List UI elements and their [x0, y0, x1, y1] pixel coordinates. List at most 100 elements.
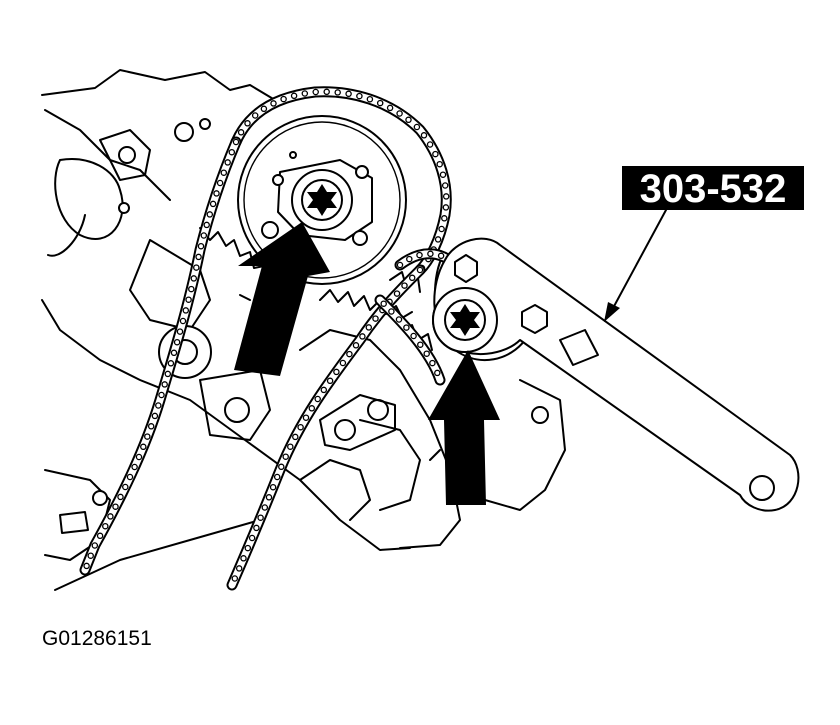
chain-link — [170, 349, 178, 357]
chain-link — [203, 221, 210, 229]
chain-link — [441, 182, 449, 189]
chain-link — [232, 138, 240, 146]
chain-link — [297, 423, 304, 431]
timing-chain — [79, 86, 461, 591]
chain-link — [410, 332, 417, 340]
chain-link — [167, 360, 175, 367]
chain-link — [287, 443, 294, 450]
arrow-upper-bolt — [234, 222, 330, 376]
chain-link — [401, 282, 408, 289]
chain-link — [333, 368, 340, 376]
chain-link — [248, 534, 256, 542]
chain-link — [91, 542, 99, 549]
chain-link — [83, 562, 90, 570]
chain-link — [346, 350, 353, 358]
chain-link — [206, 211, 214, 218]
chain-link — [441, 215, 448, 222]
chain-link — [147, 423, 155, 430]
chain-link — [182, 307, 190, 314]
chain-link — [224, 159, 231, 166]
chain-link — [380, 300, 387, 307]
chain-link — [408, 274, 416, 282]
chain-link — [197, 242, 205, 250]
chain-link — [179, 317, 187, 325]
chain-link — [273, 473, 281, 481]
chain-link — [220, 169, 228, 176]
chain-link — [195, 253, 202, 261]
chain-link — [151, 412, 159, 420]
chain-link — [339, 359, 347, 367]
chain-link — [244, 544, 252, 552]
chain-link — [326, 377, 334, 385]
chain-link — [323, 88, 330, 96]
chain-link — [216, 179, 224, 187]
chain-link — [282, 453, 289, 460]
chain-link — [269, 483, 277, 491]
chain-link — [427, 250, 434, 258]
chain-link — [334, 89, 341, 96]
tool-callout-label: 303-532 — [640, 167, 787, 211]
chain-link — [403, 324, 410, 331]
chain-link — [292, 433, 299, 441]
chain-link — [432, 150, 439, 158]
chain-link — [200, 232, 208, 239]
chain-link — [395, 316, 403, 323]
chain-link — [365, 324, 373, 331]
chain-link — [438, 225, 445, 233]
chain-link — [155, 402, 162, 409]
callout-leader — [604, 209, 667, 322]
chain-link — [314, 395, 321, 403]
chain-link — [231, 575, 239, 582]
chain-link — [376, 99, 384, 107]
chain-link — [117, 493, 124, 501]
chain-link — [434, 236, 442, 243]
chain-link — [320, 386, 328, 394]
chain-link — [122, 483, 129, 491]
chain-link — [386, 104, 394, 112]
chain-link — [405, 116, 412, 124]
chain-link — [237, 129, 245, 136]
holding-tool-303-532 — [432, 237, 800, 512]
chain-link — [131, 463, 138, 471]
chain-link — [161, 381, 168, 388]
chain-link — [436, 160, 443, 168]
chain-link — [356, 92, 363, 100]
chain-link — [173, 338, 181, 346]
chain-link — [193, 264, 200, 271]
chain-link — [308, 405, 316, 412]
chain-link — [265, 494, 273, 501]
chain-link — [244, 120, 251, 127]
chain-link — [251, 112, 259, 119]
arrow-lower-bolt — [428, 350, 500, 505]
chain-link — [253, 524, 260, 532]
chain-link — [235, 565, 243, 572]
chain-link — [96, 532, 104, 540]
chain-link — [176, 328, 184, 335]
tool-callout-box — [622, 166, 804, 210]
figure-id: G01286151 — [42, 627, 152, 650]
chain-link — [426, 141, 434, 148]
chain-link — [112, 503, 119, 510]
chain-link — [107, 513, 114, 520]
chain-link — [302, 414, 310, 421]
chain-link — [126, 473, 134, 481]
chain-link — [257, 514, 264, 521]
chain-link — [158, 391, 165, 399]
chain-link — [442, 204, 450, 211]
chain-link — [260, 105, 268, 113]
chain-link — [261, 504, 269, 511]
chain-link — [420, 132, 428, 139]
chain-link — [190, 275, 198, 282]
chain-link — [406, 255, 413, 263]
chain-link — [388, 308, 395, 315]
chain-link — [87, 552, 94, 559]
chain-link — [270, 100, 277, 107]
chain-link — [228, 148, 236, 156]
chain-link — [366, 95, 374, 103]
chain-link — [442, 193, 450, 200]
chain-link — [359, 333, 366, 340]
chain-link — [396, 261, 404, 269]
chain-link — [439, 171, 447, 178]
chain-link — [278, 463, 285, 471]
